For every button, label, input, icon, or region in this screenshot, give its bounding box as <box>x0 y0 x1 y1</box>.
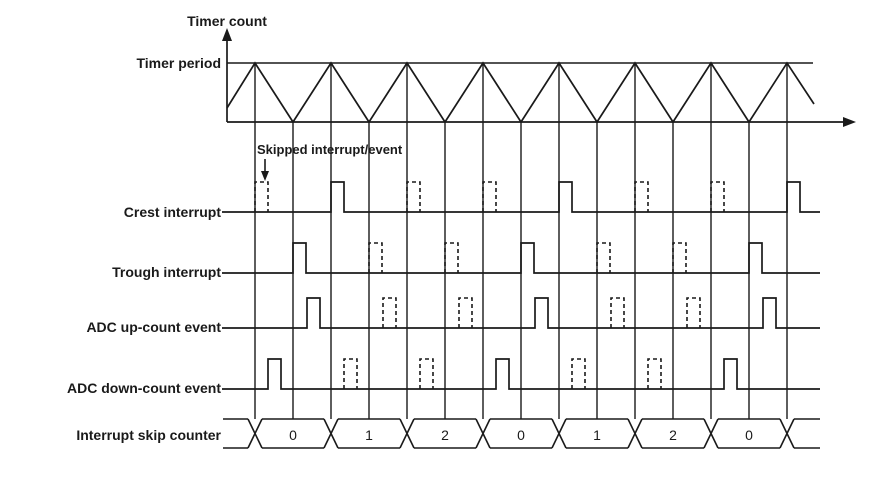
row-label-interrupt-skip-counter: Interrupt skip counter <box>76 427 221 443</box>
bus-value: 1 <box>593 427 601 443</box>
skip-counter-bus <box>223 418 820 449</box>
skipped-annotation-arrow <box>261 159 269 181</box>
signal-row-adc-up-count-event <box>222 297 820 329</box>
bus-value: 0 <box>745 427 753 443</box>
row-label-adc-down-count: ADC down-count event <box>67 380 221 396</box>
bus-value: 2 <box>441 427 449 443</box>
timer-count-wave <box>226 61 815 124</box>
x-axis-arrowhead <box>843 117 856 127</box>
skipped-annotation-label: Skipped interrupt/event <box>257 142 403 157</box>
bus-value: 1 <box>365 427 373 443</box>
row-label-trough-interrupt: Trough interrupt <box>112 264 221 280</box>
y-axis-title: Timer count <box>187 13 267 29</box>
axes <box>222 28 856 127</box>
timer-period-label: Timer period <box>136 55 221 71</box>
event-grid-lines <box>254 63 788 419</box>
skipped-arrowhead <box>261 171 269 181</box>
waveform-graphics <box>222 28 856 449</box>
skip-counter-values: 0 1 2 0 1 2 0 <box>289 427 753 443</box>
signal-row-trough-interrupt <box>222 242 820 274</box>
signal-row-adc-down-count-event <box>222 358 820 390</box>
bus-value: 2 <box>669 427 677 443</box>
row-label-crest-interrupt: Crest interrupt <box>124 204 222 220</box>
signal-row-crest-interrupt <box>222 181 820 213</box>
row-label-adc-up-count: ADC up-count event <box>86 319 221 335</box>
bus-value: 0 <box>517 427 525 443</box>
bus-value: 0 <box>289 427 297 443</box>
y-axis-arrowhead <box>222 28 232 41</box>
